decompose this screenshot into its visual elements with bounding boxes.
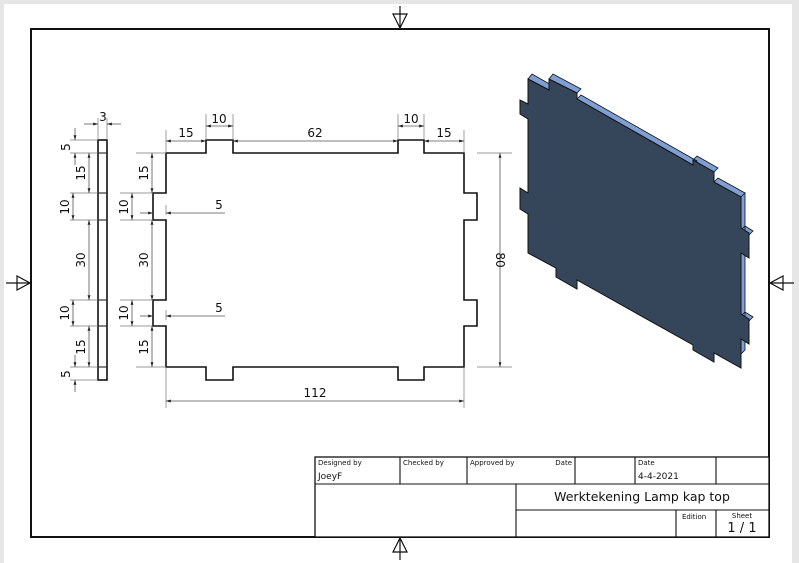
dim-front-top-3: 62 — [307, 126, 322, 140]
designed-by-label: Designed by — [318, 459, 362, 467]
dim-front-slot-bottom: 5 — [215, 301, 223, 315]
dim-front-left-3: 30 — [137, 252, 151, 267]
side-view: 3 5 15 10 30 10 15 5 — [58, 110, 121, 392]
dim-front-width: 112 — [304, 386, 327, 400]
dim-front-height: 80 — [493, 252, 507, 267]
centering-mark-left — [6, 274, 32, 292]
sheet-label: Sheet — [732, 512, 752, 520]
date-value: 4-4-2021 — [638, 472, 679, 482]
checked-by-label: Checked by — [403, 459, 444, 467]
drawing-title: Werktekening Lamp kap top — [554, 489, 730, 504]
dim-side-thickness: 3 — [99, 110, 107, 124]
dim-side-7: 5 — [59, 370, 73, 378]
side-view-outline — [97, 139, 108, 381]
centering-mark-right — [768, 274, 794, 292]
centering-mark-top — [392, 6, 408, 30]
approved-date-label: Date — [555, 459, 572, 467]
designed-by-value: JoeyF — [317, 472, 342, 482]
dim-front-top-2: 10 — [211, 112, 226, 126]
dim-side-5: 10 — [58, 305, 72, 320]
isometric-view — [519, 73, 754, 369]
dim-front-left-1: 15 — [137, 165, 151, 180]
dim-side-1: 5 — [59, 143, 73, 151]
front-view-outline — [152, 139, 478, 381]
dim-front-top-4: 10 — [403, 112, 418, 126]
approved-by-label: Approved by — [470, 459, 514, 467]
iso-plate-face — [519, 78, 750, 369]
title-block: Designed by JoeyF Checked by Approved by… — [314, 456, 770, 538]
date-label: Date — [638, 459, 655, 467]
dim-front-left-2: 10 — [117, 199, 131, 214]
dim-front-slot-top: 5 — [215, 198, 223, 212]
dim-front-top-5: 15 — [436, 126, 451, 140]
dim-side-3: 10 — [58, 199, 72, 214]
dim-front-left-4: 10 — [117, 305, 131, 320]
front-view: 15 10 62 10 15 15 10 30 10 15 5 — [117, 112, 512, 408]
technical-drawing: 3 5 15 10 30 10 15 5 15 10 62 — [6, 6, 794, 560]
dim-front-top-1: 15 — [178, 126, 193, 140]
dim-front-left-5: 15 — [137, 339, 151, 354]
dim-side-6: 15 — [74, 339, 88, 354]
dim-side-4: 30 — [74, 252, 88, 267]
dim-side-2: 15 — [74, 165, 88, 180]
edition-label: Edition — [682, 513, 706, 521]
centering-mark-bottom — [392, 536, 408, 560]
drawing-sheet: 3 5 15 10 30 10 15 5 15 10 62 — [4, 4, 794, 563]
sheet-value: 1 / 1 — [727, 521, 756, 536]
